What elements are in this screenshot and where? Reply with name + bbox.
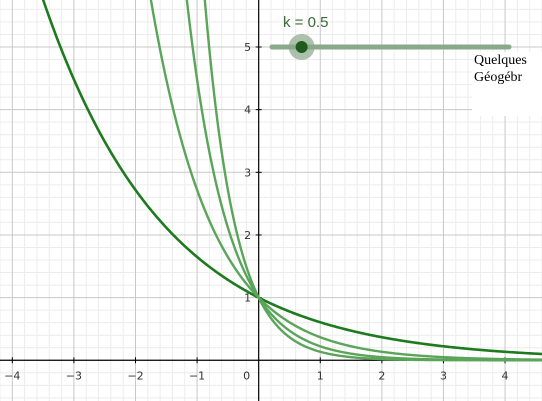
curve-k-0.5 xyxy=(41,0,542,356)
x-tick-label: 3 xyxy=(440,369,447,382)
y-tick-label: 1 xyxy=(244,292,251,305)
slider-label: k = 0.5 xyxy=(283,14,328,31)
y-tick-label: 4 xyxy=(244,104,251,117)
slider-knob[interactable] xyxy=(295,41,308,53)
x-tick-label: 0 xyxy=(243,369,250,382)
curve-k-2 xyxy=(203,0,542,362)
curves xyxy=(41,0,542,362)
caption-line-2: Géogébr xyxy=(474,70,523,85)
x-tick-label: −3 xyxy=(66,369,82,382)
x-tick-label: −2 xyxy=(127,369,143,382)
text-box: Quelques Géogébr xyxy=(472,52,542,116)
x-tick-label: −1 xyxy=(189,369,205,382)
y-tick-label: 3 xyxy=(244,166,251,179)
k-slider[interactable]: k = 0.5 xyxy=(269,14,512,60)
y-tick-label: 2 xyxy=(244,229,251,242)
tick-labels: −4 −3 −2 −1 0 1 2 3 4 1 2 3 4 5 xyxy=(4,41,508,382)
curve-k-1 xyxy=(149,0,542,361)
y-tick-label: 5 xyxy=(244,41,251,54)
x-tick-label: 1 xyxy=(317,369,324,382)
x-tick-label: −4 xyxy=(4,369,20,382)
x-tick-label: 2 xyxy=(378,369,385,382)
caption-line-1: Quelques xyxy=(474,53,527,68)
x-tick-label: 4 xyxy=(502,369,509,382)
